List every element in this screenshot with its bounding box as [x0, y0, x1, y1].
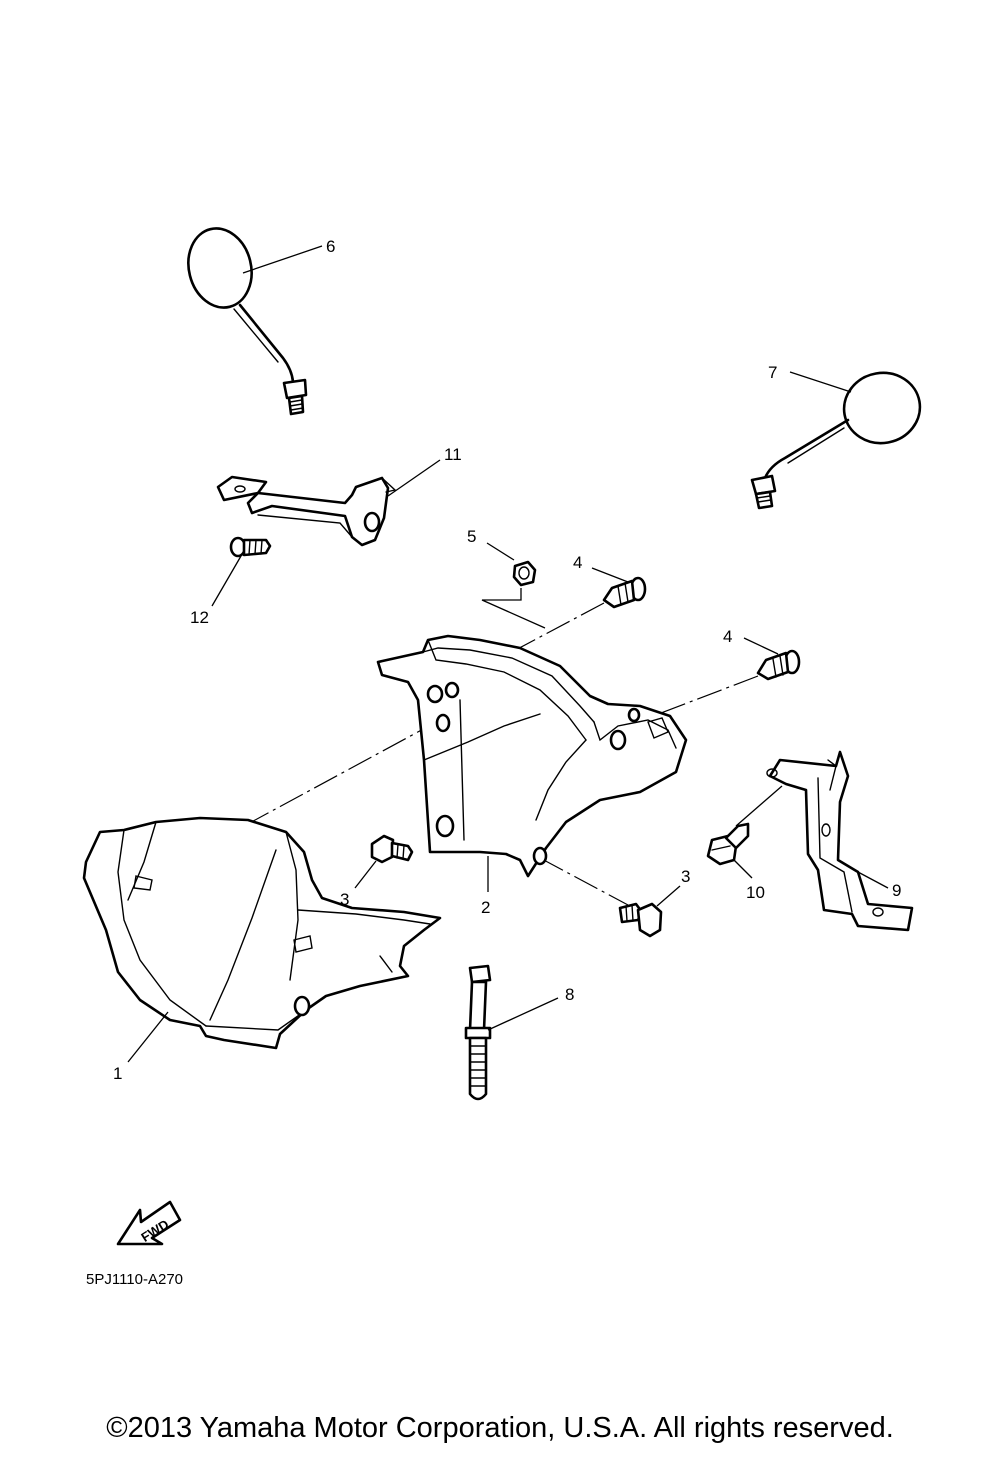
callout-11: 11 [444, 445, 462, 464]
clip[interactable] [706, 822, 750, 866]
left-bracket[interactable] [216, 475, 397, 547]
screw-upper-a[interactable] [602, 576, 647, 609]
forward-direction-arrow: FWD [116, 1200, 182, 1246]
callout-9: 9 [892, 881, 901, 900]
callout-2: 2 [481, 898, 490, 917]
right-mirror[interactable] [750, 367, 926, 510]
bolt-left[interactable] [370, 834, 414, 864]
callout-8: 8 [565, 985, 574, 1004]
screw-upper-b[interactable] [756, 649, 801, 681]
diagram-code: 5PJ1110-A270 [86, 1271, 183, 1288]
callout-1: 1 [113, 1064, 122, 1083]
callout-7: 7 [768, 363, 777, 382]
copyright-notice: ©2013 Yamaha Motor Corporation, U.S.A. A… [106, 1412, 894, 1444]
callout-5: 5 [467, 527, 476, 546]
callout-12: 12 [190, 608, 209, 627]
left-mirror[interactable] [180, 222, 308, 416]
cable-tie[interactable] [464, 964, 492, 1101]
nut[interactable] [512, 560, 537, 587]
callout-4b: 4 [723, 627, 732, 646]
handlebar-cover-outer[interactable] [82, 816, 442, 1050]
callout-4a: 4 [573, 553, 582, 572]
callout-6: 6 [326, 237, 335, 256]
right-bracket[interactable] [766, 750, 914, 932]
handlebar-cover-inner[interactable] [376, 634, 688, 878]
callout-3b: 3 [681, 867, 690, 886]
callout-10: 10 [746, 883, 765, 902]
bracket-screw-left[interactable] [229, 536, 272, 558]
callout-3a: 3 [340, 890, 349, 909]
bolt-right[interactable] [618, 902, 663, 938]
